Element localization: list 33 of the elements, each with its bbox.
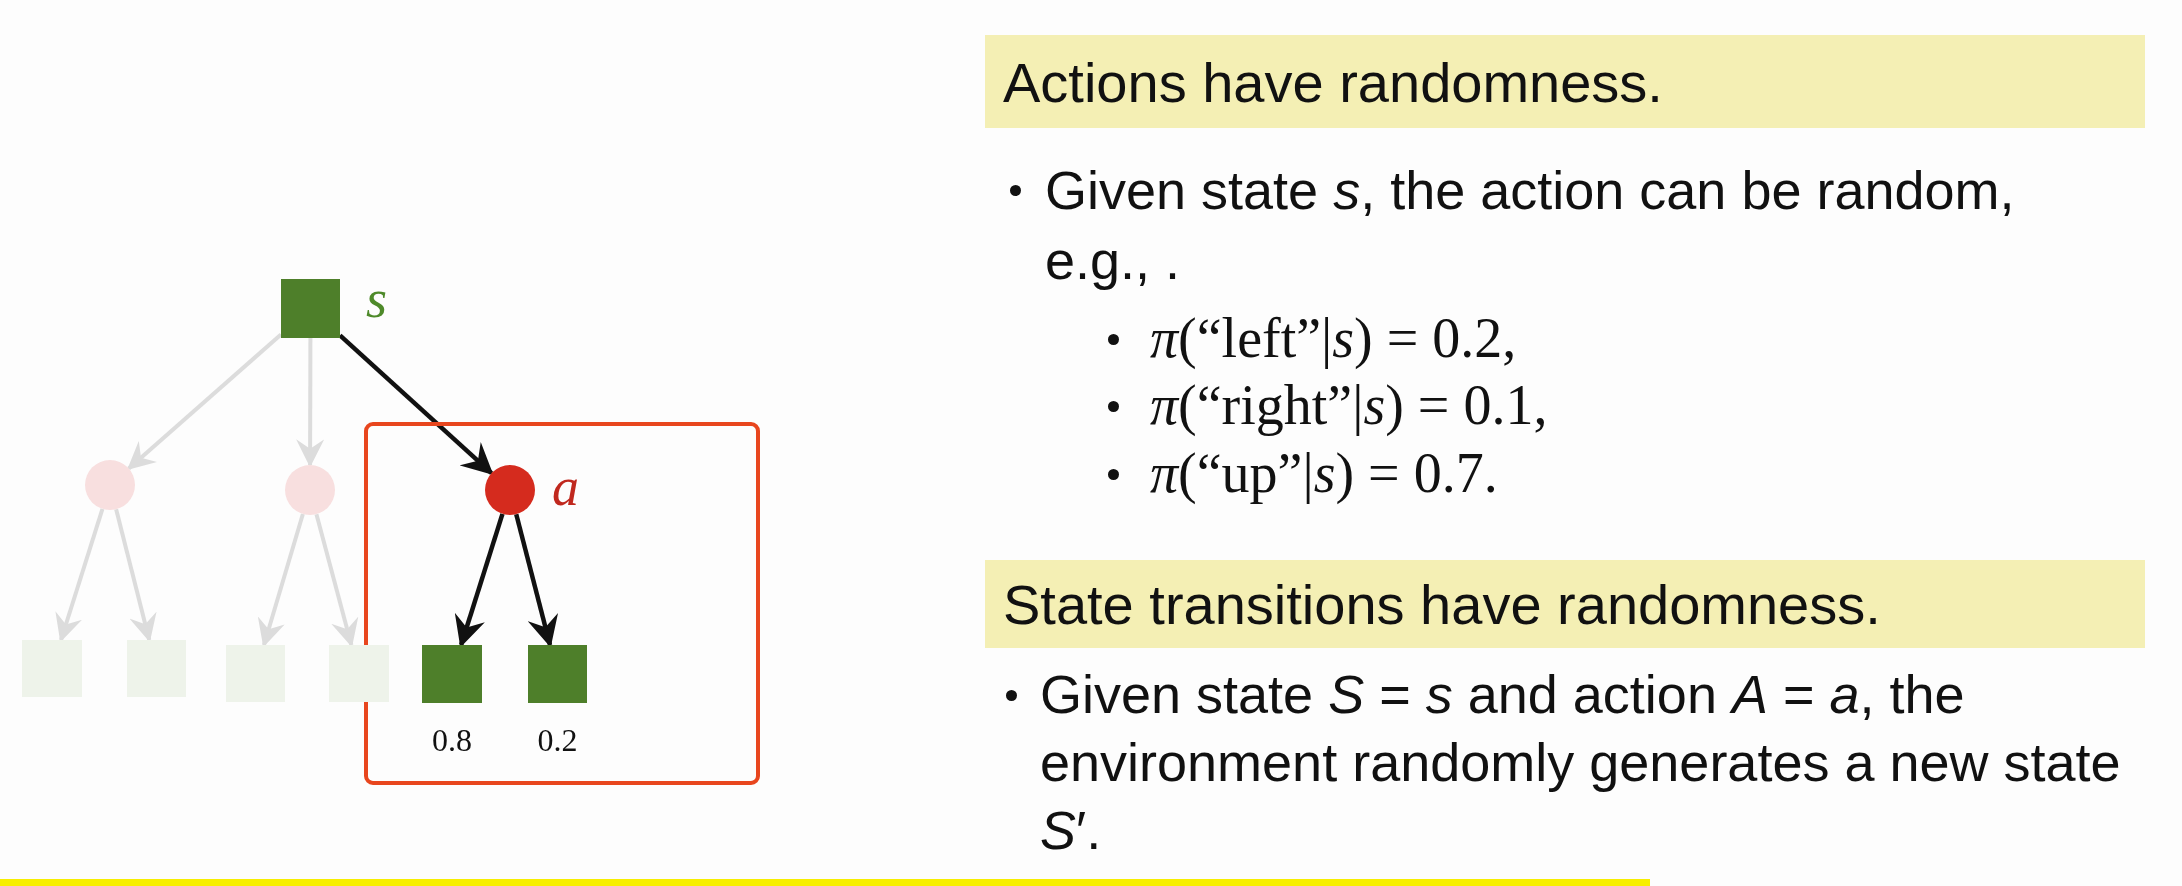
action-circle	[285, 465, 335, 515]
state-square	[281, 279, 340, 338]
highlight-frame	[364, 422, 760, 785]
state-square	[226, 645, 285, 702]
formula: π(“up”|s) = 0.7.	[1150, 441, 1499, 506]
state-square	[329, 645, 389, 702]
arrow	[55, 508, 105, 643]
state-square	[127, 640, 186, 697]
header-band	[985, 560, 2145, 648]
arrow	[454, 513, 505, 648]
variable-label: a	[552, 456, 579, 518]
action-circle	[485, 465, 535, 515]
arrow	[514, 513, 559, 648]
arrow	[257, 513, 305, 648]
bullet-text: Given state s, the action can be random, e.g., .	[1045, 159, 2016, 292]
state-square	[422, 645, 482, 703]
formula: π(“right”|s) = 0.1,	[1150, 373, 1549, 438]
probability-label: 0.2	[536, 722, 579, 759]
formula: π(“left”|s) = 0.2,	[1150, 306, 1518, 371]
arrow	[314, 513, 359, 648]
variable-label: s	[366, 268, 387, 330]
state-square	[22, 640, 82, 697]
probability-label: 0.8	[431, 722, 473, 759]
heading: Actions have randomness.	[1003, 49, 1663, 114]
arrow	[127, 332, 283, 470]
state-square	[528, 645, 587, 703]
arrow	[338, 333, 494, 475]
arrow	[114, 508, 157, 643]
arrow	[296, 338, 325, 468]
bullet-text: Given state S = s and action A = a, the environment randomly generates a new state S′.	[1040, 663, 2122, 862]
action-circle	[85, 460, 135, 510]
heading: State transitions have randomness.	[1003, 571, 1881, 637]
header-band	[985, 35, 2145, 128]
